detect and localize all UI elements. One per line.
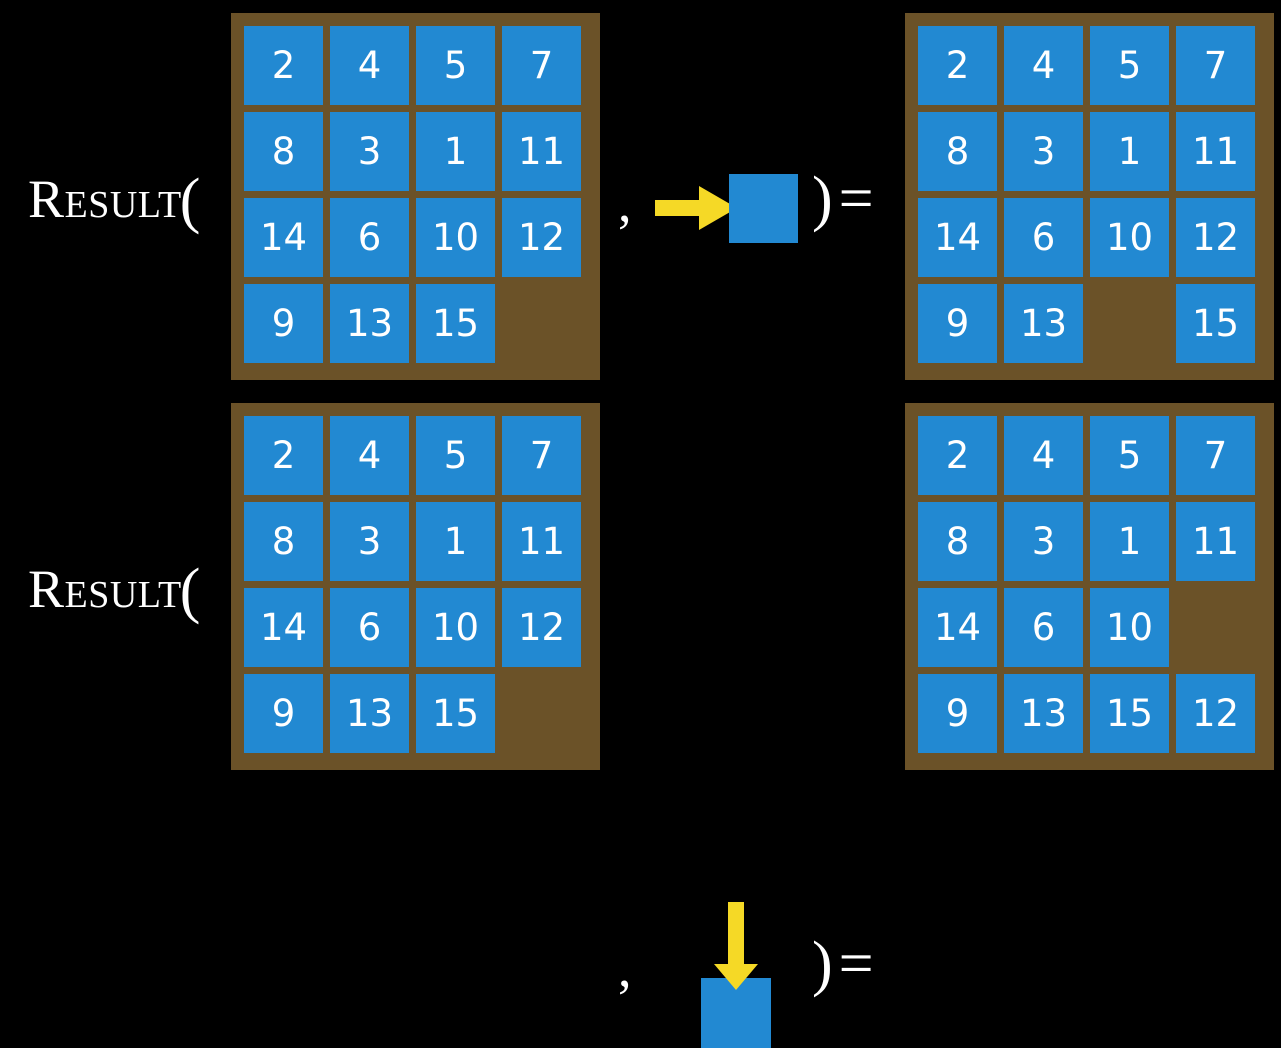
grid-tile[interactable]: 13: [1004, 674, 1083, 753]
grid-tile[interactable]: 3: [330, 502, 409, 581]
close-paren-equals-bottom: )=: [812, 933, 880, 995]
grid-tile[interactable]: 7: [502, 26, 581, 105]
equals-sign-bottom: =: [838, 930, 880, 998]
grid-tile[interactable]: 2: [244, 26, 323, 105]
grid-tile[interactable]: 15: [416, 284, 495, 363]
grid-tile[interactable]: 14: [244, 198, 323, 277]
grid-tile[interactable]: 3: [1004, 502, 1083, 581]
grid-tile[interactable]: 3: [1004, 112, 1083, 191]
grid-tile[interactable]: 13: [330, 284, 409, 363]
grid-tile[interactable]: 4: [1004, 26, 1083, 105]
equation-row-horizontal: Result( 2 4 5 7 8 3 1 11 14 6 10 12 9 13…: [0, 0, 1281, 390]
grid-tile[interactable]: 4: [330, 416, 409, 495]
grid-tile[interactable]: 2: [918, 26, 997, 105]
grid-tile[interactable]: 11: [502, 502, 581, 581]
grid-tile[interactable]: 10: [416, 588, 495, 667]
grid-tile[interactable]: 6: [330, 588, 409, 667]
grid-tile[interactable]: 13: [1004, 284, 1083, 363]
grid-tile[interactable]: 15: [1176, 284, 1255, 363]
grid-tile[interactable]: 14: [244, 588, 323, 667]
grid-empty-slot[interactable]: [1090, 284, 1169, 363]
grid-tile[interactable]: 10: [1090, 198, 1169, 277]
arrow-right-icon: [655, 186, 737, 230]
grid-tile[interactable]: 11: [502, 112, 581, 191]
grid-tile[interactable]: 5: [1090, 26, 1169, 105]
grid-empty-slot[interactable]: [502, 284, 581, 363]
grid-tile[interactable]: 7: [502, 416, 581, 495]
grid-tile[interactable]: 5: [416, 416, 495, 495]
input-grid-bottom: 2 4 5 7 8 3 1 11 14 6 10 12 9 13 15: [231, 403, 600, 770]
operand-tile-top[interactable]: [729, 174, 798, 243]
grid-tile[interactable]: 4: [1004, 416, 1083, 495]
result-function-label-top: Result(: [28, 164, 201, 234]
grid-tile[interactable]: 10: [1090, 588, 1169, 667]
grid-tile[interactable]: 6: [1004, 588, 1083, 667]
equals-sign-top: =: [838, 165, 880, 233]
grid-tile[interactable]: 2: [244, 416, 323, 495]
grid-tile[interactable]: 10: [416, 198, 495, 277]
equation-row-vertical: Result( 2 4 5 7 8 3 1 11 14 6 10 12 9 13…: [0, 390, 1281, 1048]
close-paren-bottom: ): [812, 930, 839, 998]
grid-tile[interactable]: 9: [918, 284, 997, 363]
open-paren-top: (: [179, 167, 201, 235]
grid-tile[interactable]: 1: [416, 112, 495, 191]
grid-tile[interactable]: 5: [1090, 416, 1169, 495]
close-paren-top: ): [812, 165, 839, 233]
grid-tile[interactable]: 6: [330, 198, 409, 277]
close-paren-equals-top: )=: [812, 168, 880, 230]
grid-tile[interactable]: 12: [502, 198, 581, 277]
grid-tile[interactable]: 15: [416, 674, 495, 753]
grid-tile[interactable]: 14: [918, 198, 997, 277]
grid-empty-slot[interactable]: [502, 674, 581, 753]
grid-tile[interactable]: 14: [918, 588, 997, 667]
grid-tile[interactable]: 11: [1176, 112, 1255, 191]
grid-empty-slot[interactable]: [1176, 588, 1255, 667]
output-grid-top: 2 4 5 7 8 3 1 11 14 6 10 12 9 13 15: [905, 13, 1274, 380]
grid-tile[interactable]: 13: [330, 674, 409, 753]
result-word-top: Result: [28, 169, 182, 229]
grid-tile[interactable]: 12: [1176, 674, 1255, 753]
grid-tile[interactable]: 8: [918, 112, 997, 191]
grid-tile[interactable]: 8: [244, 112, 323, 191]
grid-tile[interactable]: 9: [244, 674, 323, 753]
result-function-label-bottom: Result(: [28, 554, 201, 624]
argument-separator-comma-top: ,: [618, 173, 632, 233]
grid-tile[interactable]: 15: [1090, 674, 1169, 753]
grid-tile[interactable]: 1: [1090, 112, 1169, 191]
grid-tile[interactable]: 3: [330, 112, 409, 191]
grid-tile[interactable]: 6: [1004, 198, 1083, 277]
argument-separator-comma-bottom: ,: [618, 938, 632, 998]
grid-tile[interactable]: 5: [416, 26, 495, 105]
grid-tile[interactable]: 7: [1176, 416, 1255, 495]
grid-tile[interactable]: 1: [416, 502, 495, 581]
open-paren-bottom: (: [179, 557, 201, 625]
grid-tile[interactable]: 4: [330, 26, 409, 105]
grid-tile[interactable]: 12: [1176, 198, 1255, 277]
grid-tile[interactable]: 1: [1090, 502, 1169, 581]
grid-tile[interactable]: 11: [1176, 502, 1255, 581]
grid-tile[interactable]: 12: [502, 588, 581, 667]
grid-tile[interactable]: 2: [918, 416, 997, 495]
grid-tile[interactable]: 9: [918, 674, 997, 753]
grid-tile[interactable]: 8: [918, 502, 997, 581]
grid-tile[interactable]: 8: [244, 502, 323, 581]
arrow-down-icon: [714, 902, 758, 990]
grid-tile[interactable]: 7: [1176, 26, 1255, 105]
input-grid-top: 2 4 5 7 8 3 1 11 14 6 10 12 9 13 15: [231, 13, 600, 380]
output-grid-bottom: 2 4 5 7 8 3 1 11 14 6 10 9 13 15 12: [905, 403, 1274, 770]
grid-tile[interactable]: 9: [244, 284, 323, 363]
result-word-bottom: Result: [28, 559, 182, 619]
